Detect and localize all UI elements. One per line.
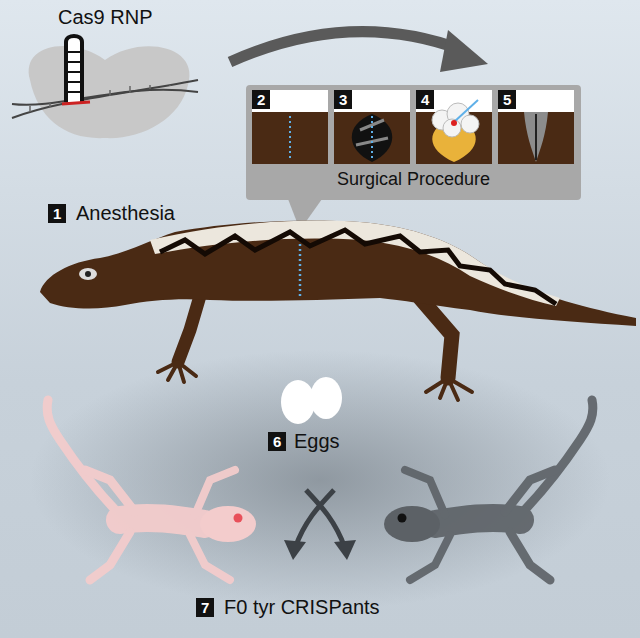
step-number: 6 <box>268 432 286 451</box>
step-label: F0 tyr CRISPants <box>224 596 380 619</box>
step-panel: 3 <box>334 90 410 164</box>
step-panel: 5 <box>498 90 574 164</box>
step-label: Anesthesia <box>76 202 175 225</box>
component-label: Cas9 RNP <box>58 6 152 29</box>
step-panel: 4 <box>416 90 492 164</box>
step-label: Eggs <box>294 430 340 453</box>
step-panel: 2 <box>252 90 328 164</box>
step-number: 1 <box>48 204 66 223</box>
step-number: 3 <box>334 90 352 109</box>
step-number: 2 <box>252 90 270 109</box>
panel-title: Surgical Procedure <box>246 169 581 190</box>
step-number: 4 <box>416 90 434 109</box>
step-number: 7 <box>196 598 214 617</box>
procedure-panel: Surgical Procedure 2 3 4 5 <box>246 85 581 200</box>
step-number: 5 <box>498 90 516 109</box>
